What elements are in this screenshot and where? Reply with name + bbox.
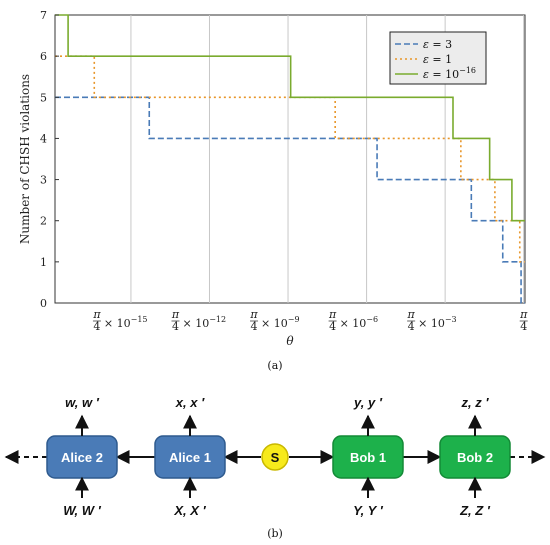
legend-box <box>389 31 487 85</box>
input-label: X, X ′ <box>173 503 206 518</box>
y-tick-label: 7 <box>40 9 47 22</box>
x-tick-label: π4 × 10−6 <box>328 308 378 333</box>
node-label: Bob 2 <box>457 450 493 465</box>
y-tick-label: 0 <box>40 297 47 310</box>
svg-text:× 10−3: × 10−3 <box>418 315 457 330</box>
node-label: Alice 2 <box>61 450 103 465</box>
svg-text:π: π <box>249 308 258 321</box>
y-axis-label: Number of CHSH violations <box>18 74 32 244</box>
y-tick-label: 3 <box>40 174 47 187</box>
plot-area <box>54 14 526 304</box>
panel-label-a: (a) <box>267 359 282 372</box>
input-label: W, W ′ <box>63 503 101 518</box>
svg-text:4: 4 <box>172 320 179 333</box>
node-bob2: Bob 2 z, z ′ Z, Z ′ <box>439 395 511 518</box>
x-tick-label: π4 × 10−15 <box>92 308 147 333</box>
svg-text:4: 4 <box>93 320 100 333</box>
input-label: Z, Z ′ <box>459 503 491 518</box>
y-tick-label: 5 <box>40 91 47 104</box>
panel-label-b: (b) <box>267 527 283 540</box>
series-line <box>55 14 525 222</box>
svg-text:π: π <box>171 308 180 321</box>
output-label: y, y ′ <box>353 395 383 410</box>
svg-text:× 10−15: × 10−15 <box>104 315 148 330</box>
y-tick-label: 6 <box>40 50 47 63</box>
legend-entry: ε = 1 <box>423 53 452 66</box>
svg-text:π: π <box>407 308 416 321</box>
node-alice2: Alice 2 w, w ′ W, W ′ <box>46 395 118 518</box>
x-axis-label: θ <box>286 334 294 348</box>
node-bob1: Bob 1 y, y ′ Y, Y ′ <box>332 395 404 518</box>
node-label: Alice 1 <box>169 450 211 465</box>
svg-text:π: π <box>92 308 101 321</box>
input-label: Y, Y ′ <box>353 503 384 518</box>
x-tick-label: π4× 10−9 <box>249 308 299 333</box>
series-line <box>55 55 525 263</box>
svg-text:4: 4 <box>329 320 336 333</box>
series-lines <box>55 14 525 304</box>
svg-text:× 10−12: × 10−12 <box>182 315 226 330</box>
output-label: x, x ′ <box>175 395 205 410</box>
y-tick-label: 1 <box>40 256 47 269</box>
svg-text:4: 4 <box>408 320 415 333</box>
x-tick-label: π4× 10−12 <box>171 308 226 333</box>
y-tick-label: 4 <box>40 132 47 145</box>
svg-text:× 10−6: × 10−6 <box>340 315 379 330</box>
source-node <box>261 443 289 471</box>
svg-text:× 10−9: × 10−9 <box>261 315 300 330</box>
x-tick-label: π4× 10−3 <box>407 308 457 333</box>
y-tick-label: 2 <box>40 215 47 228</box>
legend: ε = 3ε = 1ε = 10−16 <box>389 31 487 85</box>
source-label: S <box>271 450 280 465</box>
svg-text:π: π <box>328 308 337 321</box>
svg-text:π: π <box>519 308 528 321</box>
svg-text:4: 4 <box>520 320 527 333</box>
network-diagram: S Alice 2 w, w ′ W, W ′ Alice 1 x, x ′ X, X ′ B… <box>4 395 546 518</box>
output-label: z, z ′ <box>461 395 490 410</box>
y-axis: 0 1 2 3 4 5 6 7 <box>40 9 59 310</box>
legend-entry: ε = 3 <box>423 38 452 51</box>
x-tick-label: π4 <box>519 308 528 333</box>
output-label: w, w ′ <box>65 395 100 410</box>
series-line <box>55 96 525 304</box>
svg-text:4: 4 <box>251 320 258 333</box>
node-label: Bob 1 <box>350 450 386 465</box>
node-alice1: Alice 1 x, x ′ X, X ′ <box>154 395 226 518</box>
